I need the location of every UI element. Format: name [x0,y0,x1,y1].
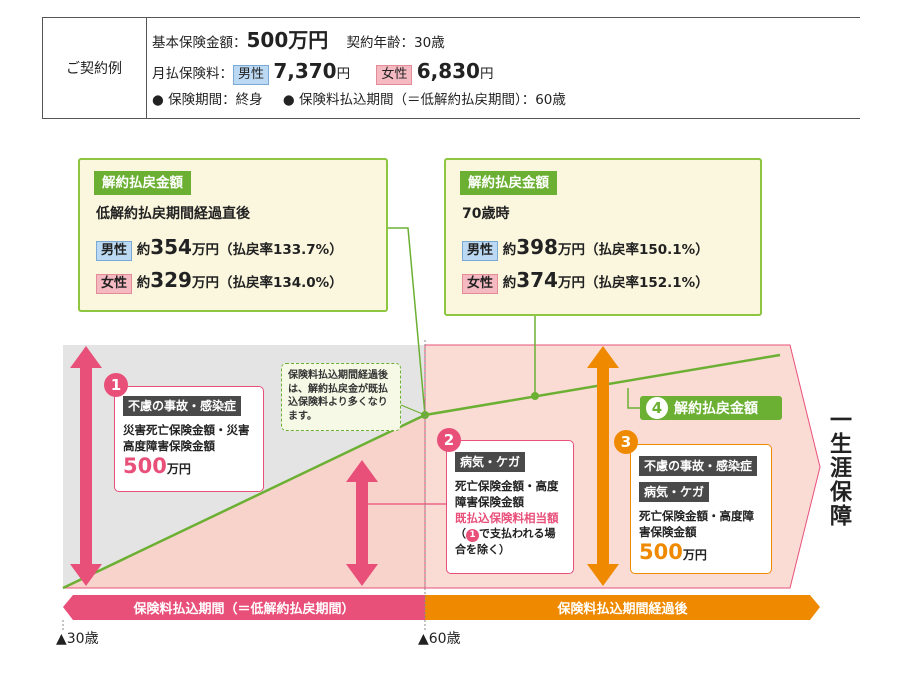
refund-left-header: 解約払戻金額 [94,171,191,195]
refund-right-title: 70歳時 [462,206,510,222]
refund-right-header: 解約払戻金額 [460,171,557,195]
box3-tag2: 病気・ケガ [639,482,710,502]
connector-left [385,227,426,416]
connector-label4 [627,388,640,409]
contract-row-3: ● 保険期間：終身 ● 保険料払込期間（＝低解約払戻期間）：60歳 [152,88,860,112]
refund-box-right: 解約払戻金額 70歳時 男性 約398万円（払戻率150.1%） 女性 約374… [444,158,762,316]
box3-tag1: 不慮の事故・感染症 [639,456,758,476]
refund-right-female: 女性 約374万円（払戻率152.1%） [462,268,709,294]
period-bar-left [63,595,425,620]
payment-period: ● 保険料払込期間（＝低解約払戻期間）：60歳 [282,92,566,108]
benefit-box-1: 不慮の事故・感染症 災害死亡保険金額・災害高度障害保険金額 500万円 [114,386,264,492]
box3-amount: 500万円 [639,540,707,564]
benefit-box-3: 不慮の事故・感染症 病気・ケガ 死亡保険金額・高度障害保険金額 500万円 [630,444,772,574]
contract-label: ご契約例 [66,61,122,77]
female-premium: 6,830 [416,59,480,83]
box2-pink-text: 既払込保険料相当額 [455,511,559,525]
box2-tag: 病気・ケガ [455,452,526,472]
table-left-border [42,18,43,118]
badge-3: 3 [614,430,638,454]
refund-left-title: 低解約払戻期間経過直後 [96,206,250,222]
period-left-label: 保険料払込期間（＝低解約払戻期間） [133,602,355,617]
period-bar-right [425,595,820,620]
badge-1: 1 [104,373,128,397]
box3-text: 死亡保険金額・高度障害保険金額 [639,509,754,539]
refund-left-female: 女性 約329万円（払戻率134.0%） [96,268,343,294]
insurance-period: ● 保険期間：終身 [152,92,263,108]
lifetime-coverage: 一生涯保障 [826,408,851,528]
box1-amount: 500万円 [123,454,191,478]
age-60: ▲60歳 [418,631,461,647]
female-tag: 女性 [376,65,413,85]
box2-note-badge: 1 [466,529,479,542]
contract-row-1: 基本保険金額：500万円 契約年齢：30歳 [152,28,445,52]
arrow-3 [587,346,619,586]
contract-details: 基本保険金額：500万円 契約年齢：30歳 月払保険料：男性 7,370円 女性… [152,26,860,112]
box1-text: 災害死亡保険金額・災害高度障害保険金額 [123,423,250,453]
contract-row-2: 月払保険料：男性 7,370円 女性 6,830円 [152,59,494,85]
badge-4: 4 [645,396,669,420]
period-right-label: 保険料払込期間経過後 [557,602,688,617]
callout-leader [400,404,426,416]
refund-left-male: 男性 約354万円（払戻率133.7%） [96,235,343,261]
male-tag: 男性 [233,65,270,85]
box2-text: 死亡保険金額・高度障害保険金額 [455,479,559,509]
table-divider [146,18,147,118]
age-30: ▲30歳 [56,631,99,647]
basic-amount: 500万円 [246,28,329,52]
contract-age: 契約年齢：30歳 [346,35,445,51]
arrow-1 [70,346,102,586]
box1-tag: 不慮の事故・感染症 [123,396,242,416]
contract-table: ご契約例 基本保険金額：500万円 契約年齢：30歳 月払保険料：男性 7,37… [42,17,860,119]
male-premium: 7,370 [273,59,337,83]
arrow-2 [346,460,378,586]
refund-callout: 保険料払込期間経過後は、解約払戻金が既払込保険料より多くなります。 [281,363,401,431]
badge-2: 2 [437,428,461,452]
refund-box-left: 解約払戻金額 低解約払戻期間経過直後 男性 約354万円（払戻率133.7%） … [78,158,388,312]
refund-right-male: 男性 約398万円（払戻率150.1%） [462,235,709,261]
